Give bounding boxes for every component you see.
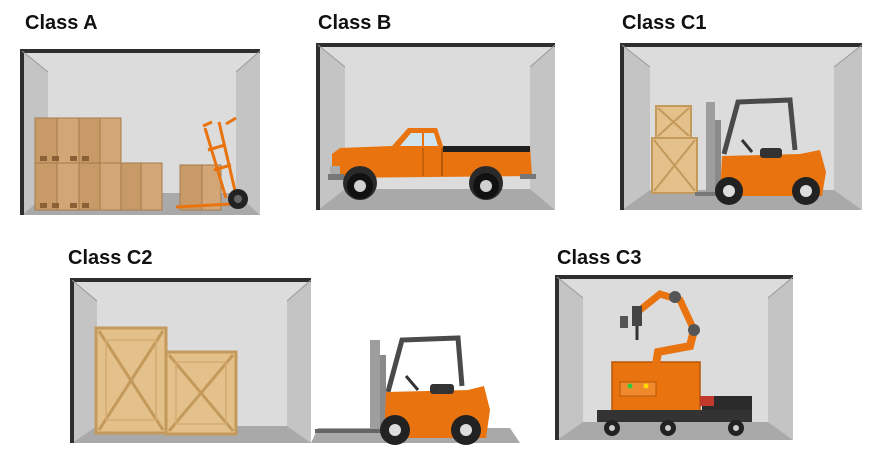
- wooden-crates: [651, 105, 698, 194]
- forklift: [315, 335, 490, 445]
- label-class-c1: Class C1: [622, 12, 707, 34]
- hand-truck: [175, 116, 238, 209]
- label-class-c3: Class C3: [557, 247, 642, 269]
- label-class-b: Class B: [318, 12, 392, 34]
- cardboard-boxes: [34, 117, 222, 211]
- mobile-platform: [597, 396, 752, 436]
- pickup-truck: [328, 128, 536, 200]
- label-class-a: Class A: [25, 12, 98, 34]
- forklift: [695, 97, 826, 205]
- wooden-crates: [94, 326, 238, 436]
- label-class-c2: Class C2: [68, 247, 153, 269]
